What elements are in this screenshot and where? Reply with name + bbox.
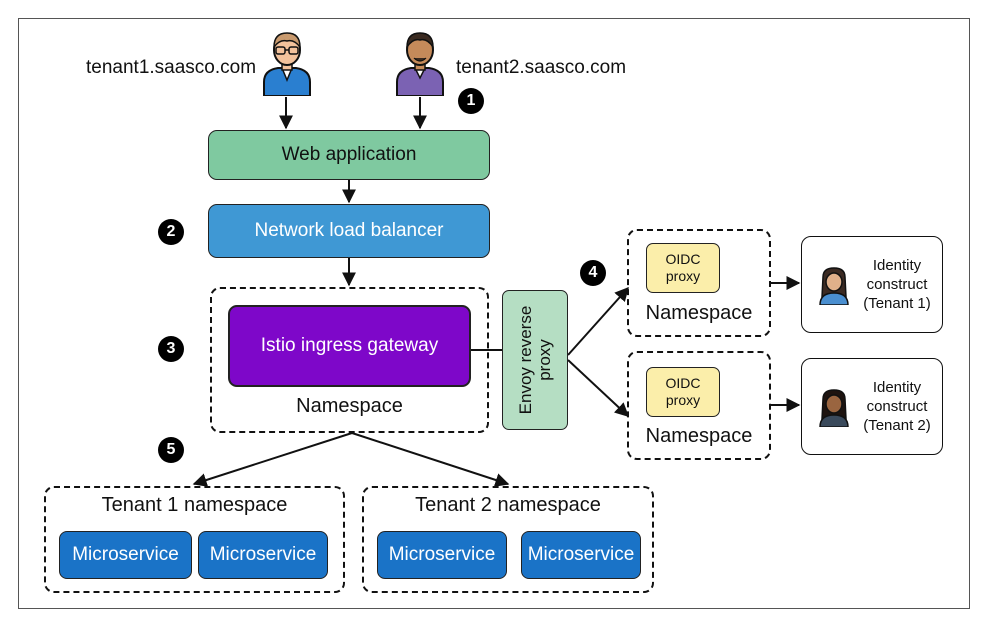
- tenant2-microservice-2: Microservice: [521, 531, 641, 579]
- tenant2-microservice-1: Microservice: [377, 531, 507, 579]
- oidc-proxy-bottom-box: OIDC proxy: [646, 367, 720, 417]
- oidc-proxy-bottom-line2: proxy: [665, 392, 701, 408]
- istio-namespace-label: Namespace: [296, 395, 403, 417]
- identity-construct-tenant1-label: Identity construct (Tenant 1): [854, 256, 940, 313]
- web-application-box: Web application: [208, 130, 490, 180]
- identity-2-line1: Identity: [872, 379, 922, 396]
- network-load-balancer-box: Network load balancer: [208, 204, 490, 258]
- identity-1-line2: construct: [866, 276, 928, 293]
- step-badge-5: 5: [158, 437, 184, 463]
- oidc-proxy-top-line1: OIDC: [665, 251, 701, 267]
- oidc-proxy-bottom-line1: OIDC: [665, 375, 701, 391]
- step-badge-4: 4: [580, 260, 606, 286]
- tenant2-user-label: tenant2.saasco.com: [456, 57, 627, 78]
- tenant1-user-icon: [263, 32, 311, 96]
- istio-ingress-gateway-box: Istio ingress gateway: [228, 305, 471, 387]
- identity-1-line1: Identity: [872, 257, 922, 274]
- envoy-reverse-proxy-label: Envoy reverse proxy: [516, 306, 554, 415]
- oidc-namespace-bottom-container: [627, 351, 771, 460]
- diagram-frame: [18, 18, 970, 609]
- envoy-reverse-proxy-box: Envoy reverse proxy: [502, 290, 568, 430]
- identity-2-line2: construct: [866, 398, 928, 415]
- identity-construct-tenant2-box: Identity construct (Tenant 2): [801, 358, 943, 455]
- arrow-ns-to-tenant2: [351, 432, 510, 487]
- oidc-proxy-top-box: OIDC proxy: [646, 243, 720, 293]
- arrow-ns-to-tenant1: [192, 432, 353, 487]
- envoy-label-line2: proxy: [535, 339, 554, 381]
- tenant1-namespace-title: Tenant 1 namespace: [101, 494, 288, 516]
- tenant1-microservice-2: Microservice: [198, 531, 328, 579]
- tenant2-namespace-container: [362, 486, 654, 593]
- istio-namespace-container: [210, 287, 489, 433]
- tenant2-namespace-title: Tenant 2 namespace: [415, 494, 601, 516]
- oidc-namespace-top-container: [627, 229, 771, 337]
- identity-construct-tenant2-label: Identity construct (Tenant 2): [854, 378, 940, 435]
- arrow-envoy-to-oidc-top: [567, 286, 629, 356]
- envoy-label-line1: Envoy reverse: [516, 305, 535, 415]
- tenant2-user-icon: [396, 32, 444, 96]
- identity-1-line3: (Tenant 1): [863, 295, 931, 312]
- arrow-envoy-to-oidc-bottom: [567, 359, 630, 417]
- identity-2-line3: (Tenant 2): [863, 417, 931, 434]
- tenant1-identity-avatar-icon: [819, 267, 849, 305]
- oidc-namespace-bottom-label: Namespace: [645, 425, 753, 447]
- oidc-proxy-top-line2: proxy: [665, 268, 701, 284]
- identity-construct-tenant1-box: Identity construct (Tenant 1): [801, 236, 943, 333]
- oidc-namespace-top-label: Namespace: [645, 302, 753, 324]
- step-badge-3: 3: [158, 336, 184, 362]
- tenant1-user-label: tenant1.saasco.com: [86, 57, 257, 78]
- tenant2-identity-avatar-icon: [819, 389, 849, 427]
- tenant1-microservice-1: Microservice: [59, 531, 192, 579]
- tenant1-namespace-container: [44, 486, 345, 593]
- step-badge-1: 1: [458, 88, 484, 114]
- step-badge-2: 2: [158, 219, 184, 245]
